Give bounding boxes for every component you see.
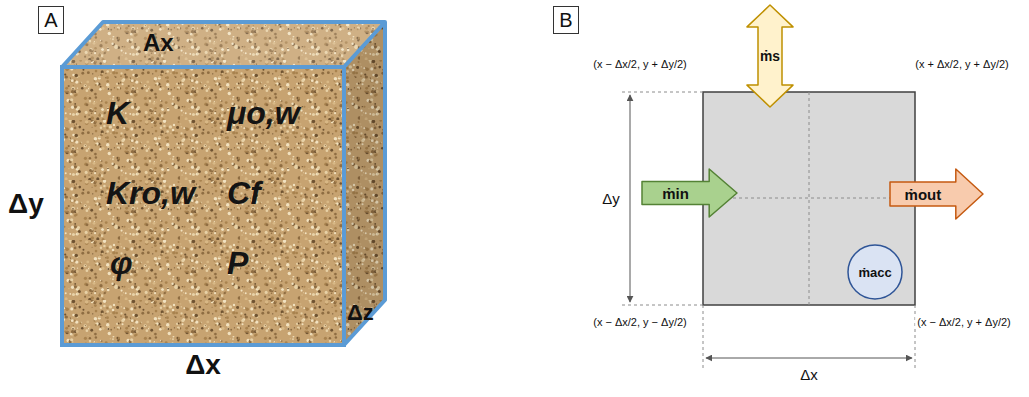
outflow-arrow: ṁout [890,168,984,220]
corner-coordinate: (x + Δx/2, y + Δy/2) [913,58,1011,70]
property-symbol: K [106,95,129,132]
panel-letter: B [559,9,572,32]
flow-term: ṁout [905,186,942,203]
accumulation-circle: ṁacc [847,244,903,300]
property-symbol: φ [110,245,133,282]
panel-label: A [38,6,64,34]
inflow-arrow-outline [642,168,738,218]
corner-coordinate: (x − Δx/2, y + Δy/2) [915,316,1013,328]
dimension-label: Δy [600,190,622,207]
source-arrow: ṁs [746,4,794,108]
inflow-arrow: ṁin [642,168,738,218]
panel-letter: A [44,9,57,32]
property-symbol: Kro,w [106,175,195,212]
flow-term: ṁin [662,185,689,202]
dimension-label: Δy [8,188,44,220]
corner-coordinate: (x − Δx/2, y − Δy/2) [591,316,689,328]
property-symbol: μo,w [227,95,300,132]
dimension-label: Δx [798,366,820,383]
area-label: Ax [143,29,174,57]
property-symbol: Cf [227,175,261,212]
panel-label: B [553,6,579,34]
dimension-label: Δz [347,300,374,326]
property-symbol: P [227,245,248,282]
dimension-label: Δx [185,349,221,381]
corner-coordinate: (x − Δx/2, y + Δy/2) [591,58,689,70]
sand-cube [62,22,385,345]
sample-face: Kμo,wKro,w Cf φ P [60,65,346,347]
flow-term: ṁacc [858,265,891,280]
flow-term: ṁs [760,48,780,64]
